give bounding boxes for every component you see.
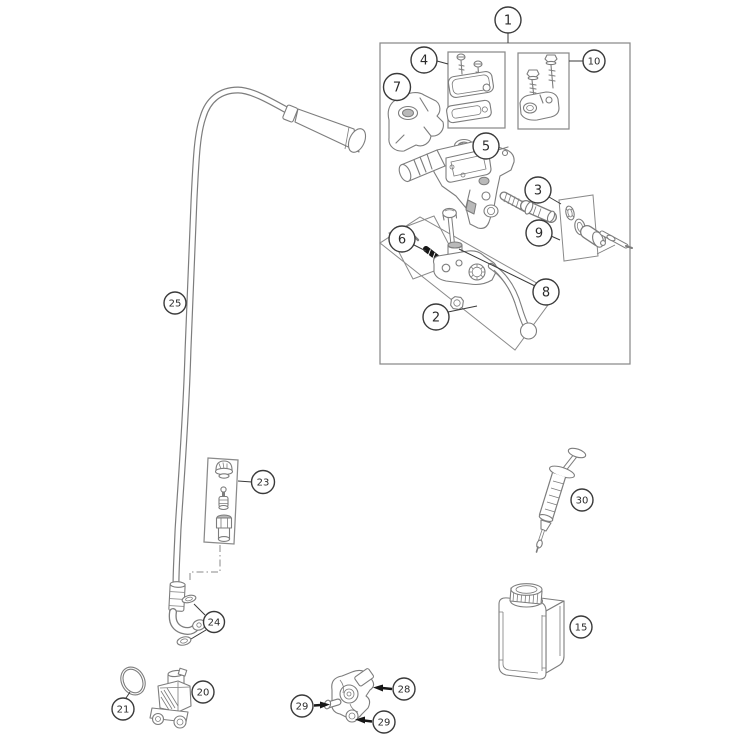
callout-23-label: 23: [257, 478, 270, 489]
callout-25: 25: [163, 291, 187, 315]
part-reservoir-gasket: [446, 99, 492, 124]
part-sealing-washers: [176, 594, 197, 646]
callout-23: 23: [250, 469, 276, 495]
callout-20: 20: [191, 680, 215, 704]
callout-8-label: 8: [542, 286, 550, 301]
callout-6-label: 6: [398, 233, 406, 248]
part-clamp-bolts: [526, 54, 558, 98]
callout-6: 6: [388, 225, 416, 253]
part-cylinder-bracket: [323, 668, 375, 723]
hose-connector-boot: [282, 104, 367, 153]
callout-4: 4: [410, 46, 438, 74]
callout-29-left: 29: [290, 694, 314, 718]
part-lever-nut: [450, 296, 464, 310]
callout-9-label: 9: [535, 227, 543, 242]
part-master-cylinder-body: [398, 141, 515, 229]
hose-end-fitting: [168, 581, 206, 635]
callout-10: 10: [582, 49, 606, 73]
part-piston-spring: [499, 191, 557, 223]
callout-3-label: 3: [534, 184, 542, 199]
leader-lines: [125, 33, 583, 699]
callout-10-label: 10: [588, 57, 601, 68]
part-fluid-bottle: [498, 583, 565, 680]
sub-box-reservoir-cover-kit: [447, 51, 506, 129]
callout-9: 9: [525, 219, 553, 247]
part-slave-cylinder: [149, 667, 192, 729]
arrow-28: [373, 684, 393, 692]
part-lever-bracket: [387, 92, 444, 152]
callout-1-label: 1: [504, 14, 512, 29]
callout-20-label: 20: [197, 688, 210, 699]
callout-30: 30: [570, 488, 594, 512]
callout-2: 2: [422, 303, 450, 331]
callout-29-bottom-label: 29: [378, 718, 391, 729]
sub-box-handlebar-clamp-kit: [517, 52, 570, 130]
callout-7: 7: [382, 72, 412, 102]
part-piston-repair-kit: [565, 205, 606, 248]
callout-15-label: 15: [575, 623, 588, 634]
callout-21: 21: [111, 697, 135, 721]
part-pushrod-pin: [599, 230, 633, 249]
part-o-ring: [120, 666, 146, 696]
part-reservoir-cover: [447, 71, 494, 99]
callout-7-label: 7: [393, 81, 401, 96]
callout-25-label: 25: [169, 299, 182, 310]
assembly-group-box: [379, 42, 631, 365]
callout-21-label: 21: [117, 705, 130, 716]
arrow-29-bottom: [355, 716, 373, 724]
part-bleeder-kit: [189, 457, 239, 582]
arrow-29-left: [313, 701, 330, 709]
part-syringe: [535, 447, 587, 553]
callout-5: 5: [472, 132, 500, 160]
callout-1: 1: [494, 6, 522, 34]
callout-29-bottom: 29: [372, 710, 396, 734]
bottle-cap: [509, 583, 544, 608]
part-clutch-hose: [168, 86, 367, 635]
callout-15: 15: [569, 615, 593, 639]
piston-kit-outline: [558, 194, 599, 262]
callout-5-label: 5: [482, 140, 490, 155]
part-handlebar-clamp: [519, 91, 560, 121]
callout-2-label: 2: [432, 311, 440, 326]
callout-28: 28: [392, 677, 416, 701]
callout-30-label: 30: [576, 496, 589, 507]
callout-8: 8: [532, 278, 560, 306]
callout-28-label: 28: [398, 685, 411, 696]
callout-4-label: 4: [420, 54, 428, 69]
bleeder-reference-line: [189, 545, 221, 582]
part-reservoir-screws: [456, 53, 483, 82]
callout-24: 24: [202, 610, 226, 634]
callout-3: 3: [524, 176, 552, 204]
callout-29-left-label: 29: [296, 702, 309, 713]
callout-24-label: 24: [208, 618, 221, 629]
